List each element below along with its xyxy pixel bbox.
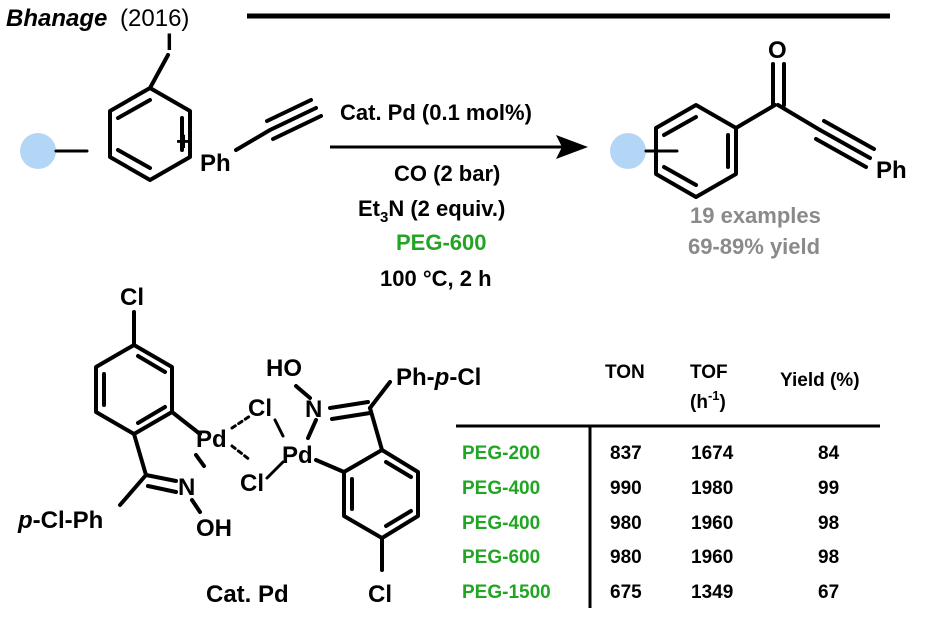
results-table: TON TOF (h-1) Yield (%) PEG-200 837 1674…	[456, 362, 880, 608]
condition-co: CO (2 bar)	[394, 161, 500, 186]
product-substituent-marker	[610, 133, 646, 169]
catalyst-structure: Cl Pd N OH p-Cl-Ph Cl Cl Pd HO N	[17, 284, 481, 608]
carbonyl-oxygen-label: O	[768, 37, 787, 64]
product-ph-label: Ph	[876, 157, 907, 184]
catalyst-pd1: Pd	[196, 426, 227, 453]
plus-sign: +	[176, 126, 191, 156]
col-header-tof: TOF	[690, 362, 728, 383]
catalyst-label: Cat. Pd	[206, 581, 289, 608]
catalyst-cl-bridge1: Cl	[248, 395, 272, 422]
catalyst-phpcl: Ph-p-Cl	[396, 364, 481, 391]
row-tof: 1674	[691, 443, 734, 464]
catalyst-ho: HO	[266, 355, 302, 382]
col-header-tof-unit: (h-1)	[690, 388, 726, 413]
catalyst-pd2: Pd	[282, 442, 313, 469]
catalyst-pclph: p-Cl-Ph	[17, 507, 103, 534]
catalyst-oh: OH	[196, 515, 232, 542]
row-tof: 1349	[691, 582, 733, 603]
header-author: Bhanage (2016)	[6, 5, 189, 32]
iodine-label: I	[166, 29, 173, 56]
catalyst-cl-bottom: Cl	[368, 581, 392, 608]
col-header-ton: TON	[605, 362, 645, 383]
row-yield: 98	[818, 513, 839, 534]
substituent-marker	[20, 133, 56, 169]
catalyst-cl-top: Cl	[120, 284, 144, 311]
catalyst-n1: N	[178, 474, 195, 501]
row-tof: 1980	[691, 478, 733, 499]
condition-catalyst: Cat. Pd (0.1 mol%)	[340, 100, 532, 125]
reagent-ph-label: Ph	[200, 150, 231, 177]
row-yield: 67	[818, 582, 839, 603]
row-ton: 837	[610, 443, 642, 464]
row-tof: 1960	[691, 513, 733, 534]
catalyst-cl-bridge2: Cl	[240, 470, 264, 497]
row-yield: 98	[818, 547, 839, 568]
row-solvent: PEG-400	[462, 478, 540, 499]
product-ynone: O Ph	[610, 37, 907, 199]
row-yield: 99	[818, 478, 839, 499]
reactant-iodoarene: I	[20, 29, 192, 182]
condition-base: Et3N (2 equiv.)	[358, 196, 505, 226]
reagent-phenylacetylene: Ph	[200, 98, 323, 177]
table-row: PEG-200 837 1674 84	[462, 443, 840, 464]
catalyst-n2: N	[305, 396, 322, 423]
row-solvent: PEG-400	[462, 513, 540, 534]
row-ton: 990	[610, 478, 642, 499]
row-ton: 980	[610, 513, 642, 534]
row-solvent: PEG-200	[462, 443, 540, 464]
table-row: PEG-400 990 1980 99	[462, 478, 839, 499]
row-solvent: PEG-1500	[462, 582, 551, 603]
row-tof: 1960	[691, 547, 733, 568]
scope-yield: 69-89% yield	[688, 234, 820, 259]
table-row: PEG-400 980 1960 98	[462, 513, 839, 534]
row-yield: 84	[818, 443, 840, 464]
row-ton: 675	[610, 582, 642, 603]
condition-temp-time: 100 °C, 2 h	[380, 266, 492, 291]
reaction-arrowhead	[556, 135, 588, 159]
row-solvent: PEG-600	[462, 547, 540, 568]
table-row: PEG-600 980 1960 98	[462, 547, 839, 568]
col-header-yield: Yield (%)	[780, 370, 860, 391]
table-row: PEG-1500 675 1349 67	[462, 582, 839, 603]
row-ton: 980	[610, 547, 642, 568]
condition-solvent: PEG-600	[396, 230, 487, 255]
scope-examples: 19 examples	[690, 203, 821, 228]
